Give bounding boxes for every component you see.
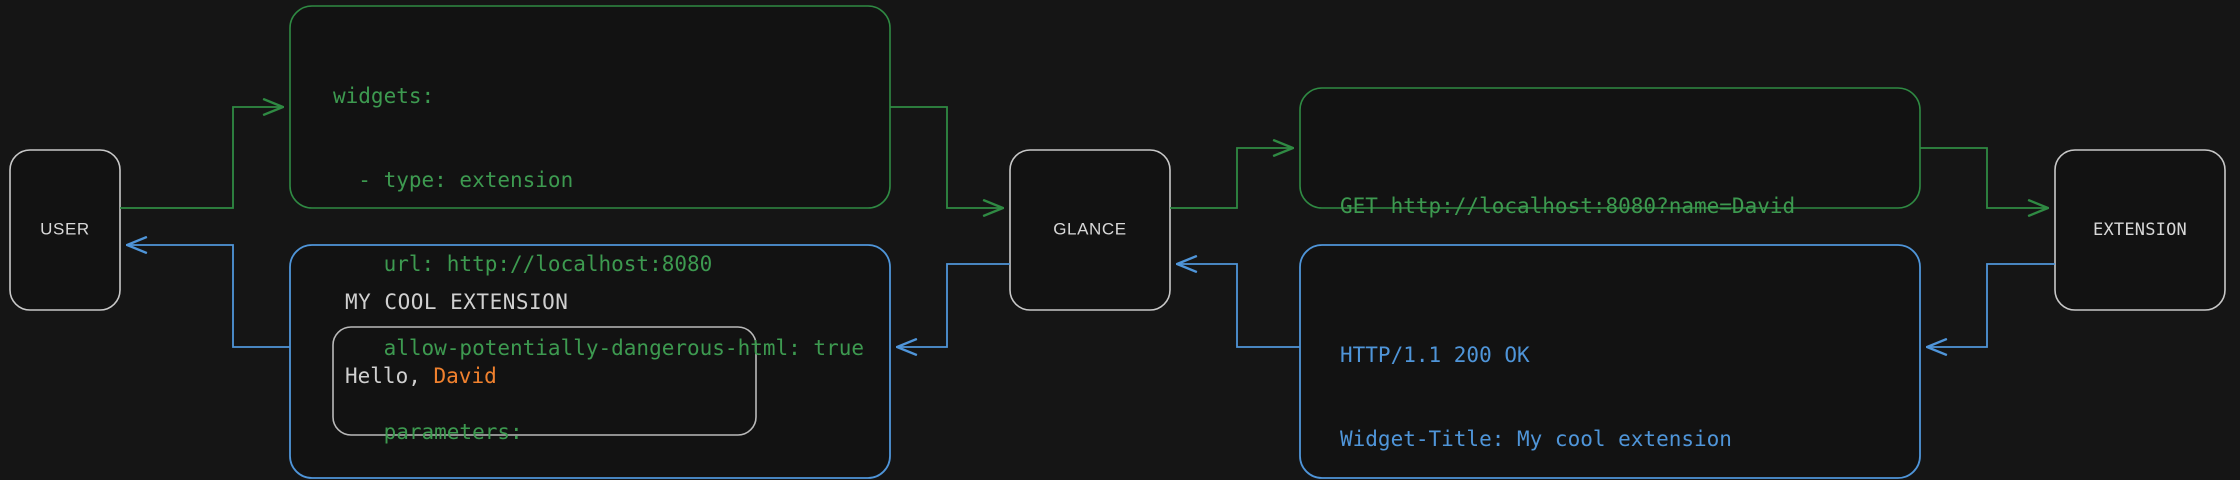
edge-config-to-glance — [890, 106, 1002, 208]
node-user[interactable]: USER — [9, 149, 121, 311]
config-line: allow-potentially-dangerous-html: true — [333, 336, 865, 360]
config-line: widgets: — [333, 84, 435, 108]
node-user-label: USER — [40, 219, 90, 238]
node-user-shape — [9, 149, 121, 311]
node-extension-label: EXTENSION — [2093, 220, 2187, 240]
node-extension-shape — [2054, 149, 2226, 311]
edge-user-to-config — [120, 107, 282, 209]
panel-http-response-shape — [1299, 244, 1921, 479]
config-line: parameters: — [333, 420, 523, 444]
edge-response-to-glance — [1178, 264, 1300, 348]
edge-extension-to-response — [1928, 263, 2055, 347]
edge-glance-to-widget — [898, 263, 1010, 347]
edge-widget-to-user — [128, 245, 290, 348]
config-line: url: http://localhost:8080 — [333, 252, 713, 276]
edge-glance-to-request — [1170, 148, 1292, 209]
rendered-widget-greeting: Hello, — [345, 364, 434, 388]
edge-request-to-extension — [1920, 147, 2047, 208]
rendered-widget-body: Hello, David — [345, 364, 497, 388]
request-line: GET http://localhost:8080?name=David — [1340, 194, 1796, 218]
panel-http-response-text: HTTP/1.1 200 OK Widget-Title: My cool ex… — [1340, 285, 1910, 480]
response-line: Widget-Title: My cool extension — [1340, 427, 1732, 451]
response-line: HTTP/1.1 200 OK — [1340, 343, 1530, 367]
rendered-widget-name: David — [433, 364, 497, 388]
widget-content-frame — [332, 326, 757, 436]
node-glance[interactable]: GLANCE — [1009, 149, 1171, 311]
panel-http-request-text: GET http://localhost:8080?name=David — [1340, 136, 1900, 276]
rendered-widget-title: MY COOL EXTENSION — [345, 290, 569, 314]
node-extension[interactable]: EXTENSION — [2054, 149, 2226, 311]
node-glance-label: GLANCE — [1053, 219, 1127, 238]
config-line: - type: extension — [333, 168, 574, 192]
panel-config-yaml-text: widgets: - type: extension url: http://l… — [333, 26, 873, 480]
node-glance-shape — [1009, 149, 1171, 311]
